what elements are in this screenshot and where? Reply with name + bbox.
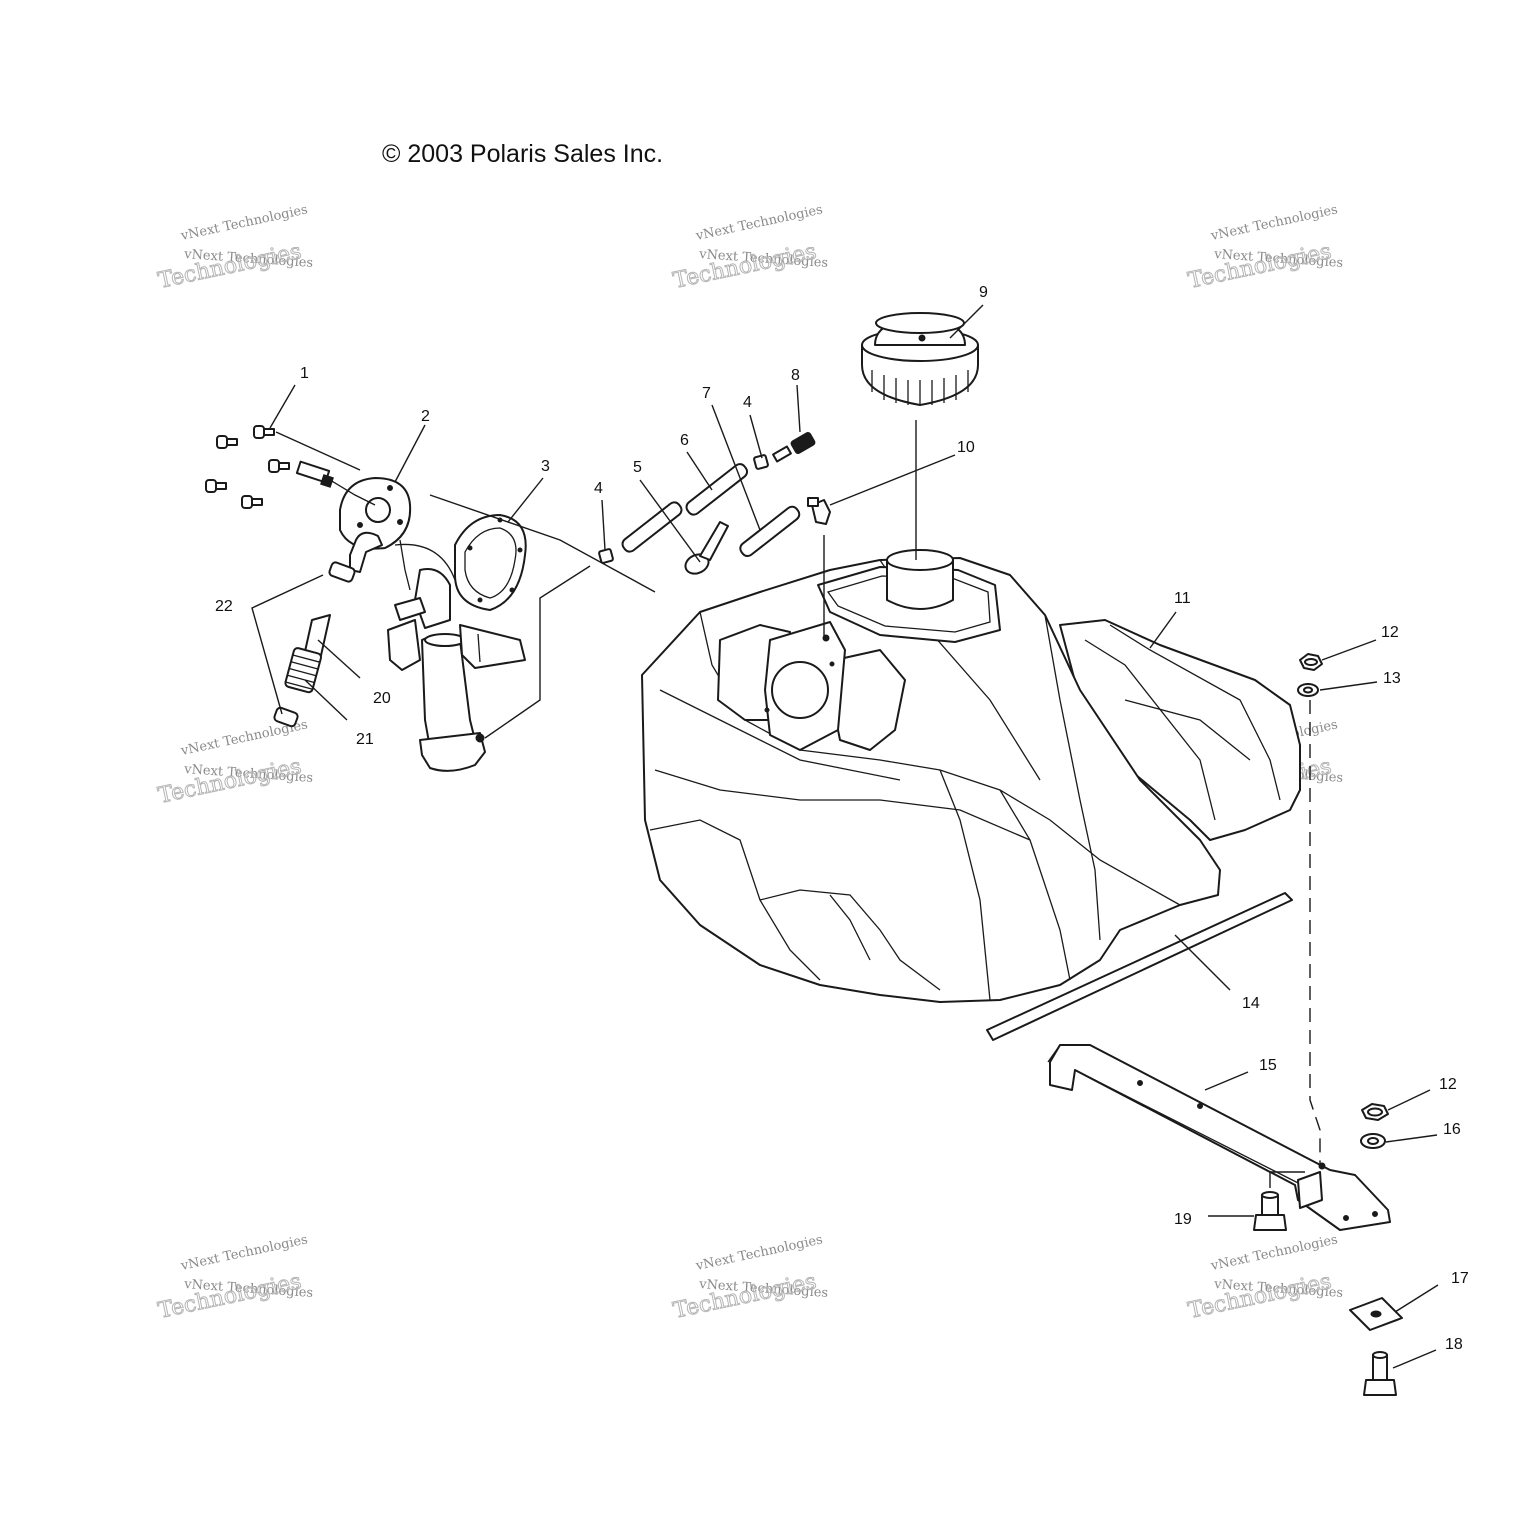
- fuel-pump-icon: [295, 460, 526, 772]
- callout-13: 13: [1383, 670, 1401, 687]
- watermark: vNext Technologies vNext Technologies Te…: [156, 1232, 314, 1324]
- hose-clamp-icon: [684, 521, 729, 575]
- fitting-icon: [753, 454, 769, 470]
- washer-icon: [1297, 683, 1319, 697]
- callout-4: 4: [594, 480, 603, 497]
- fitting-icon: [598, 548, 614, 564]
- screw-icon: [216, 435, 238, 449]
- watermark-text: Technologies: [671, 239, 819, 294]
- hose-icon: [685, 463, 749, 516]
- watermark: vNext Technologies vNext Technologies Te…: [156, 202, 314, 294]
- bolt-icon: [1253, 1191, 1287, 1231]
- tank-strap-icon: [986, 892, 1293, 1041]
- callout-5: 5: [633, 459, 642, 476]
- watermark-text: Technologies: [671, 1269, 819, 1324]
- callout-17: 17: [1451, 1270, 1469, 1287]
- callout-12: 12: [1381, 624, 1399, 641]
- plate-icon: [1349, 1297, 1403, 1331]
- callout-21: 21: [356, 731, 374, 748]
- bracket-icon: [1047, 1044, 1391, 1231]
- watermark-text: vNext Technologies: [694, 202, 824, 244]
- hose-icon: [739, 505, 801, 558]
- washer-icon: [1360, 1133, 1386, 1149]
- callout-4: 4: [743, 394, 752, 411]
- callout-14: 14: [1242, 995, 1260, 1012]
- callout-1: 1: [300, 365, 309, 382]
- watermark-text: vNext Technologies: [179, 1232, 309, 1274]
- filter-assembly-icon: [273, 561, 356, 728]
- watermark-text: vNext Technologies: [694, 1232, 824, 1274]
- callout-9: 9: [979, 284, 988, 301]
- watermark: vNext Technologies vNext Technologies Te…: [1186, 202, 1344, 294]
- hose-icon: [621, 501, 683, 553]
- callout-7: 7: [702, 385, 711, 402]
- callout-8: 8: [791, 367, 800, 384]
- nut-icon: [1361, 1103, 1389, 1121]
- callout-16: 16: [1443, 1121, 1461, 1138]
- watermark: vNext Technologies vNext Technologies Te…: [156, 717, 314, 809]
- watermark-text: Technologies: [156, 754, 304, 809]
- mounting-guide-line: [1309, 700, 1321, 1165]
- assembly-guide-line: [275, 431, 361, 471]
- assembly-guide-line: [484, 565, 591, 739]
- fuel-cap-icon: [861, 312, 979, 406]
- callout-10: 10: [957, 439, 975, 456]
- nut-icon: [1299, 653, 1323, 671]
- callout-3: 3: [541, 458, 550, 475]
- screw-icon: [205, 479, 227, 493]
- callout-19: 19: [1174, 1211, 1192, 1228]
- callout-2: 2: [421, 408, 430, 425]
- callout-11: 11: [1174, 590, 1191, 607]
- copyright-text: © 2003 Polaris Sales Inc.: [382, 140, 663, 168]
- callout-6: 6: [680, 432, 689, 449]
- assembly-guide-line: [429, 494, 656, 593]
- callout-22: 22: [215, 598, 233, 615]
- watermark-text: Technologies: [156, 1269, 304, 1324]
- screw-icon: [253, 425, 275, 439]
- watermark: vNext Technologies vNext Technologies Te…: [671, 202, 829, 294]
- watermark-text: vNext Technologies: [1209, 1232, 1339, 1274]
- watermark: vNext Technologies vNext Technologies Te…: [671, 1232, 829, 1324]
- leader-lines: [251, 304, 1439, 1369]
- watermark-text: vNext Technologies: [1209, 202, 1339, 244]
- watermark-text: Technologies: [156, 239, 304, 294]
- screw-group: [205, 425, 290, 509]
- watermark-text: Technologies: [1186, 1269, 1334, 1324]
- gasket-icon: [454, 514, 527, 611]
- watermark-text: vNext Technologies: [179, 202, 309, 244]
- watermark: vNext Technologies vNext Technologies Te…: [1186, 1232, 1344, 1324]
- vent-fitting-icon: [772, 432, 816, 463]
- callout-18: 18: [1445, 1336, 1463, 1353]
- watermark-text: Technologies: [1186, 239, 1334, 294]
- callout-12: 12: [1439, 1076, 1457, 1093]
- callout-20: 20: [373, 690, 391, 707]
- rollover-valve-icon: [807, 497, 831, 525]
- callout-labels: 1 2 3 4 5 6 7 4 8 9 10 11 12 13 14 15 12…: [215, 284, 1469, 1353]
- bolt-icon: [1363, 1351, 1397, 1396]
- screw-icon: [241, 495, 263, 509]
- callout-15: 15: [1259, 1057, 1277, 1074]
- screw-icon: [268, 459, 290, 473]
- bolt-guide-line: [1269, 1171, 1305, 1188]
- fuel-tank-icon: [641, 549, 1301, 1003]
